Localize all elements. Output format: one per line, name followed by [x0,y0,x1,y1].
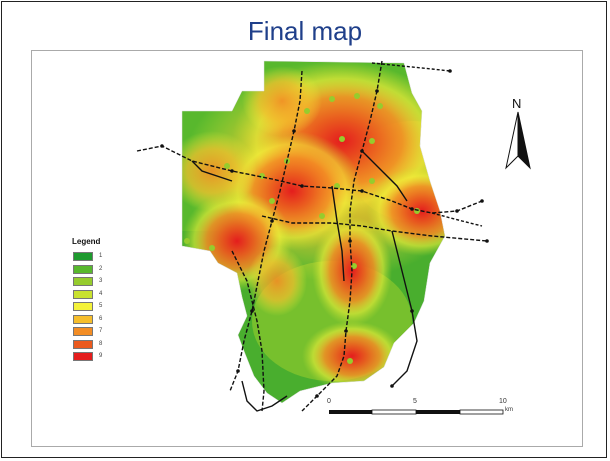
legend-item-1: 1 [73,252,113,261]
legend-label: 7 [99,328,103,334]
scale-unit: km [505,407,513,413]
legend-swatch [73,252,93,261]
scale-label-5: 5 [413,398,417,405]
scale-bar-graphic [329,409,504,415]
north-letter: N [512,96,522,111]
legend-swatch [73,277,93,286]
scale-bar: 0 5 10 km [327,398,537,423]
suitability-map [136,60,489,412]
legend-label: 5 [99,303,103,309]
legend-label: 9 [99,353,103,359]
scale-label-10: 10 [499,398,507,405]
station-points [160,69,489,398]
north-arrow: N [500,96,540,176]
legend-swatch [73,264,93,274]
legend-label: 6 [99,315,103,322]
legend-title: Legend [72,237,101,246]
legend-item-6: 6 [73,314,113,324]
legend-swatch [73,339,93,349]
north-arrow-icon [505,111,531,170]
scale-label-0: 0 [327,398,331,405]
map-panel [31,50,583,447]
legend-item-2: 2 [73,264,113,274]
legend-swatch [73,327,93,336]
legend-item-4: 4 [73,289,113,299]
legend-item-8: 8 [73,339,113,349]
legend-label: 3 [99,278,103,284]
legend-item-7: 7 [73,327,113,336]
legend-swatch [73,352,93,361]
legend-item-3: 3 [73,277,113,286]
legend-label: 4 [99,290,103,297]
map-title: Final map [247,16,363,46]
legend-label: 2 [99,265,103,272]
legend-label: 8 [99,340,103,347]
legend-item-9: 9 [73,352,113,361]
legend-label: 1 [99,253,103,259]
legend-item-5: 5 [73,302,113,311]
legend-swatch [73,302,93,311]
legend-swatch [73,289,93,299]
legend-swatch [73,314,93,324]
rail-lines [136,60,488,412]
